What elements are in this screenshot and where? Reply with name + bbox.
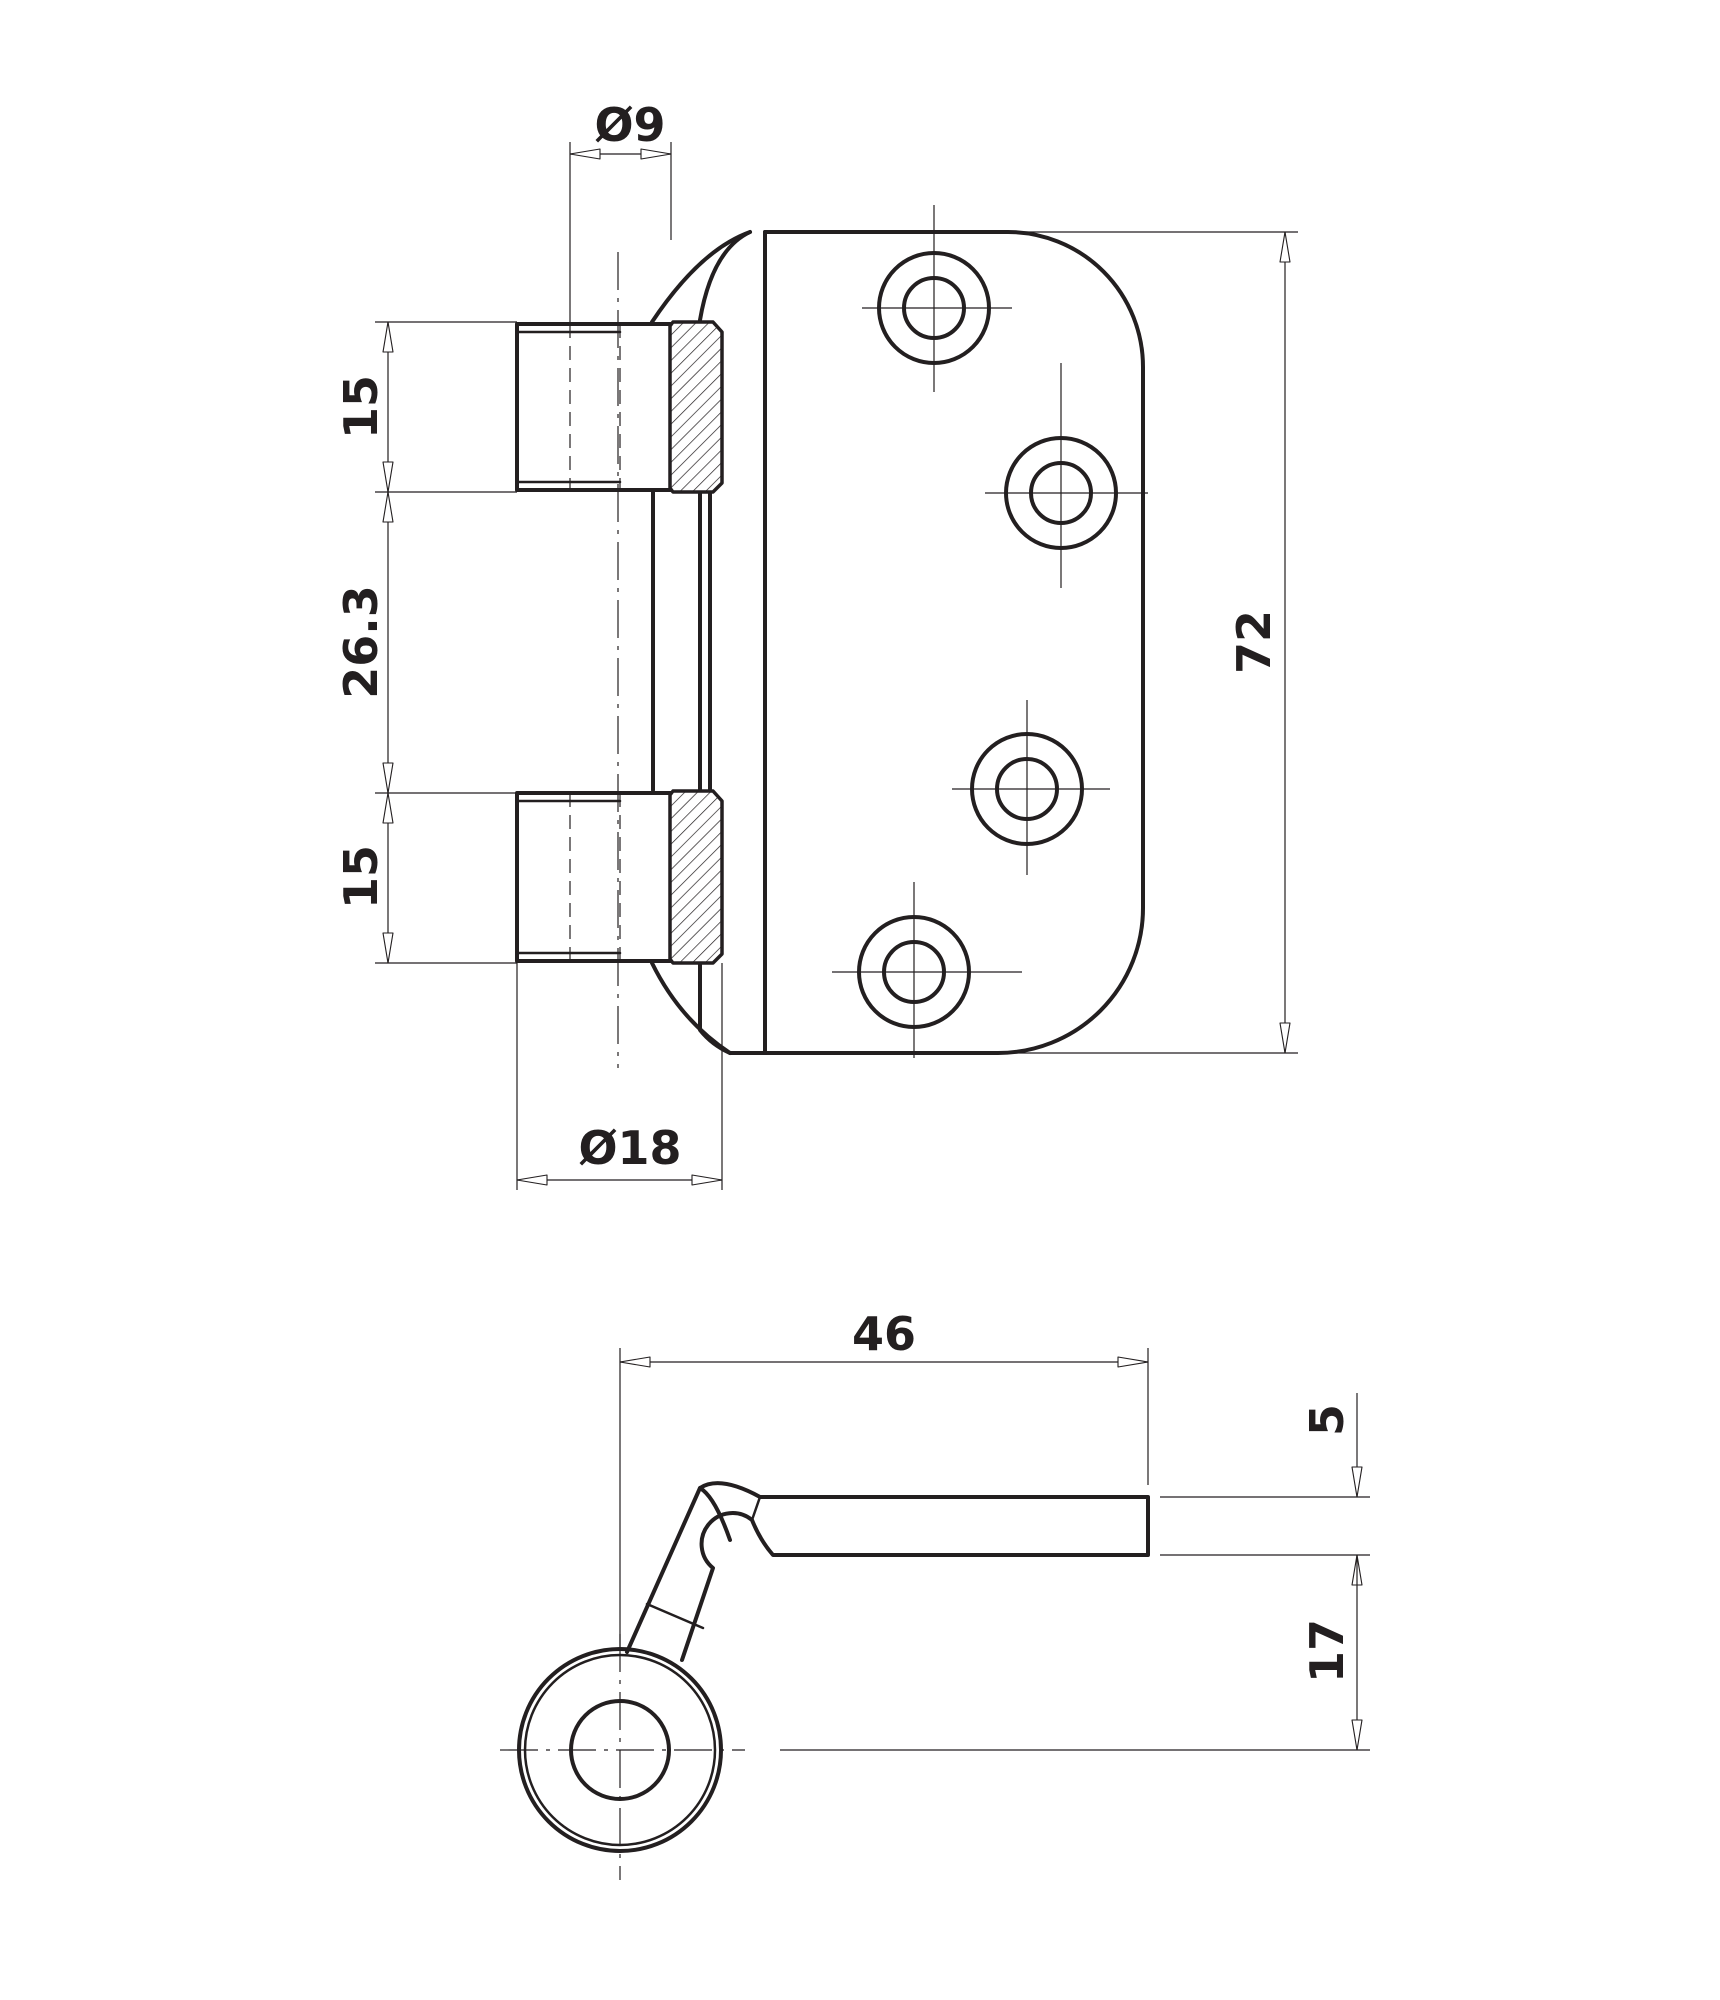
dim-knuckle-gap-label: 26.3 [334,585,388,699]
leaf-plate [763,230,1145,1055]
dim-leaf-thickness-offset: 5 17 [780,1393,1370,1751]
dim-knuckle-top-label: 15 [334,375,388,439]
screw-hole-2 [985,363,1148,588]
dim-total-height-label: 72 [1227,610,1281,674]
screw-hole-3 [952,700,1110,875]
outer-bend-bottom [650,961,732,1055]
side-view: 46 5 17 [500,1307,1370,1880]
knuckle-top [515,320,724,494]
screw-hole-1 [862,205,1012,392]
dim-pin-diameter: Ø9 [569,98,672,322]
side-leaf-weld-line-1 [645,1602,705,1630]
front-view: Ø9 15 26.3 15 Ø18 [334,98,1298,1190]
side-leaf-top-bend [698,1486,732,1542]
dim-leaf-offset-label: 17 [1300,1619,1354,1683]
dim-total-height: 72 [1010,231,1298,1054]
outer-bend-top [650,230,752,324]
dim-leaf-thickness-label: 5 [1300,1404,1354,1436]
dim-leaf-length-label: 46 [852,1307,916,1361]
dim-knuckle-diameter: Ø18 [516,963,723,1190]
knuckle-top-hatched-section [668,320,724,494]
knuckle-bottom [515,789,724,965]
dim-knuckle-bottom-label: 15 [334,845,388,909]
side-leaf [625,1481,1150,1662]
side-leaf-weld-line-2 [750,1495,762,1522]
knuckle-bottom-hatched-section [668,789,724,965]
screw-hole-4 [832,882,1022,1058]
dim-knuckle-chain: 15 26.3 15 [334,321,517,964]
dim-pin-diameter-label: Ø9 [594,98,665,152]
dim-knuckle-diameter-label: Ø18 [578,1121,681,1175]
dim-leaf-length: 46 [619,1307,1149,1648]
